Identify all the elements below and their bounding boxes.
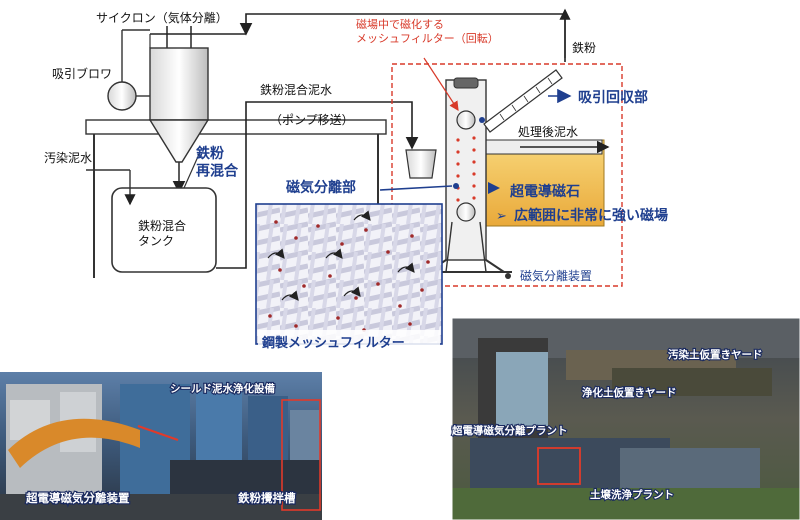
mesh-filter-tower xyxy=(445,79,487,261)
separator-boundary xyxy=(391,63,623,287)
clean-yard-label: 浄化土仮置きヤード xyxy=(582,386,677,399)
wash-plant-label: 土壌洗浄プラント xyxy=(590,488,674,501)
magnetize-label: 磁場中で磁化するメッシュフィルター（回転） xyxy=(356,17,499,45)
treated-water-label: 処理後泥水 xyxy=(518,125,578,139)
blower-label: 吸引ブロワ xyxy=(52,66,112,81)
photo-right xyxy=(451,317,800,520)
contaminated-water-label: 汚染泥水 xyxy=(44,150,92,165)
flexible-duct xyxy=(8,418,140,468)
separator-label: 磁気分離装置 xyxy=(520,268,592,283)
strong-field-label: 広範囲に非常に強い磁場 xyxy=(514,207,668,224)
sc-plant-label: 超電導磁気分離プラント xyxy=(451,424,568,437)
cyclone-body xyxy=(149,47,209,121)
shield-label: シールド泥水浄化設備 xyxy=(170,382,275,395)
inlet-hopper xyxy=(405,149,437,179)
suction-recovery-label: 吸引回収部 xyxy=(578,89,648,106)
photo-left xyxy=(0,372,322,520)
remix-label: 鉄粉再混合 xyxy=(196,145,239,180)
bottom-roller-icon xyxy=(456,202,476,222)
sc-device-label: 超電導磁気分離装置 xyxy=(25,491,130,505)
tank-label: 鉄粉混合タンク xyxy=(138,218,186,248)
strong-field-bullet-icon: ➢ xyxy=(496,209,507,224)
cyclone-label: サイクロン（気体分離） xyxy=(96,10,228,25)
mesh-filter-label: 鋼製メッシュフィルター xyxy=(261,335,405,351)
cyclone-cone xyxy=(148,119,210,163)
superconducting-magnet-label: 超電導磁石 xyxy=(509,183,580,200)
mesh-filter-closeup xyxy=(255,203,443,345)
magnetic-separation-part-label: 磁気分離部 xyxy=(286,179,356,196)
pump-label: （ポンプ移送） xyxy=(270,112,354,127)
contam-yard-label: 汚染土仮置きヤード xyxy=(668,348,763,361)
blower-fan-icon xyxy=(107,81,137,111)
top-roller-icon xyxy=(456,110,476,130)
suction-conveyor xyxy=(483,69,563,133)
mixed-water-label: 鉄粉混合泥水 xyxy=(260,82,332,97)
iron-powder-label: 鉄粉 xyxy=(572,40,596,55)
iron-mixing-tank xyxy=(111,187,217,273)
stir-tank-label: 鉄粉攪拌槽 xyxy=(238,491,296,505)
